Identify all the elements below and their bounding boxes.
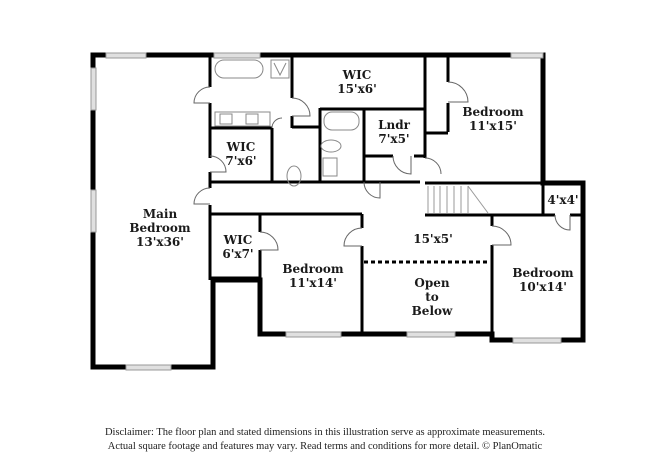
room-label-bedroom-ne: Bedroom 11'x15' — [462, 105, 523, 133]
room-name: Main — [142, 207, 178, 221]
room-label-wic-top: WIC 15'x6' — [337, 68, 377, 96]
room-name: WIC — [342, 68, 372, 82]
room-dims: 15'x5' — [413, 232, 453, 246]
fixtures — [214, 59, 360, 187]
room-dims: 13'x36' — [136, 235, 184, 249]
room-name: Bedroom — [512, 266, 574, 280]
windows — [90, 52, 562, 371]
room-dims: 15'x6' — [337, 82, 377, 96]
room-dims: 7'x6' — [225, 154, 257, 168]
stairs — [427, 185, 489, 214]
room-name: Bedroom — [462, 105, 524, 119]
disclaimer: Disclaimer: The floor plan and stated di… — [0, 426, 650, 454]
room-dims: 11'x15' — [469, 119, 517, 133]
doors — [193, 81, 571, 251]
disclaimer-line-2: Actual square footage and features may v… — [107, 441, 543, 452]
room-name: Open — [414, 276, 450, 290]
room-label-laundry: Lndr 7'x5' — [378, 118, 410, 146]
room-label-closet: 4'x4' — [547, 193, 578, 207]
room-name: Below — [411, 304, 453, 318]
room-label-bedroom-s: Bedroom 11'x14' — [282, 262, 343, 290]
room-dims: 6'x7' — [222, 247, 254, 261]
room-dims: 11'x14' — [289, 276, 337, 290]
room-dims: 10'x14' — [519, 280, 567, 294]
room-label-wic-small: WIC 6'x7' — [222, 233, 253, 261]
disclaimer-line-1: Disclaimer: The floor plan and stated di… — [104, 427, 546, 438]
room-label-wic-bath: WIC 7'x6' — [225, 140, 256, 168]
interior-walls — [208, 55, 583, 340]
room-label-bedroom-se: Bedroom 10'x14' — [512, 266, 573, 294]
room-name: WIC — [223, 233, 253, 247]
room-name: Bedroom — [282, 262, 344, 276]
room-dims: 7'x5' — [378, 132, 410, 146]
room-name: Lndr — [378, 118, 410, 132]
room-label-open-below: Open to Below — [412, 276, 453, 318]
room-label-main-bedroom: Main Bedroom 13'x36' — [129, 207, 190, 249]
room-label-hall: 15'x5' — [413, 232, 453, 246]
room-name: WIC — [226, 140, 256, 154]
room-name: Bedroom — [129, 221, 191, 235]
room-name: to — [425, 290, 439, 304]
room-dims: 4'x4' — [547, 193, 579, 207]
